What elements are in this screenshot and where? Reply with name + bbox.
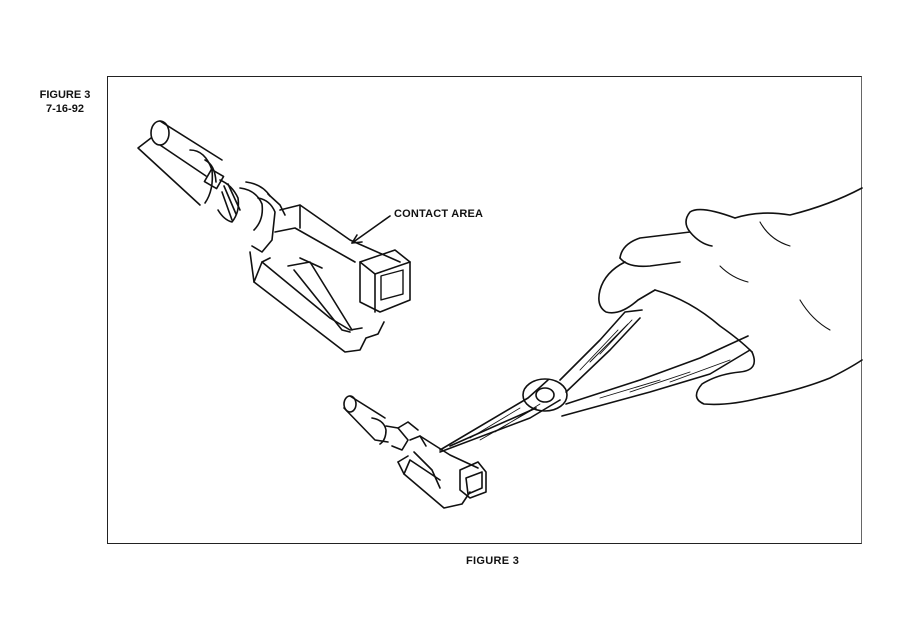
hand-illustration <box>598 187 863 406</box>
figure-header: FIGURE 3 7-16-92 <box>28 88 102 116</box>
terminal-small-illustration <box>343 395 487 509</box>
contact-area-label: CONTACT AREA <box>394 208 484 220</box>
leader-arrow <box>351 215 391 244</box>
needle-nose-pliers-illustration <box>439 309 751 453</box>
figure-date: 7-16-92 <box>46 103 84 115</box>
figure-caption: FIGURE 3 <box>466 555 520 567</box>
figure-frame <box>107 76 862 544</box>
figure-id: FIGURE 3 <box>39 89 91 101</box>
terminal-closeup-illustration <box>137 120 411 353</box>
